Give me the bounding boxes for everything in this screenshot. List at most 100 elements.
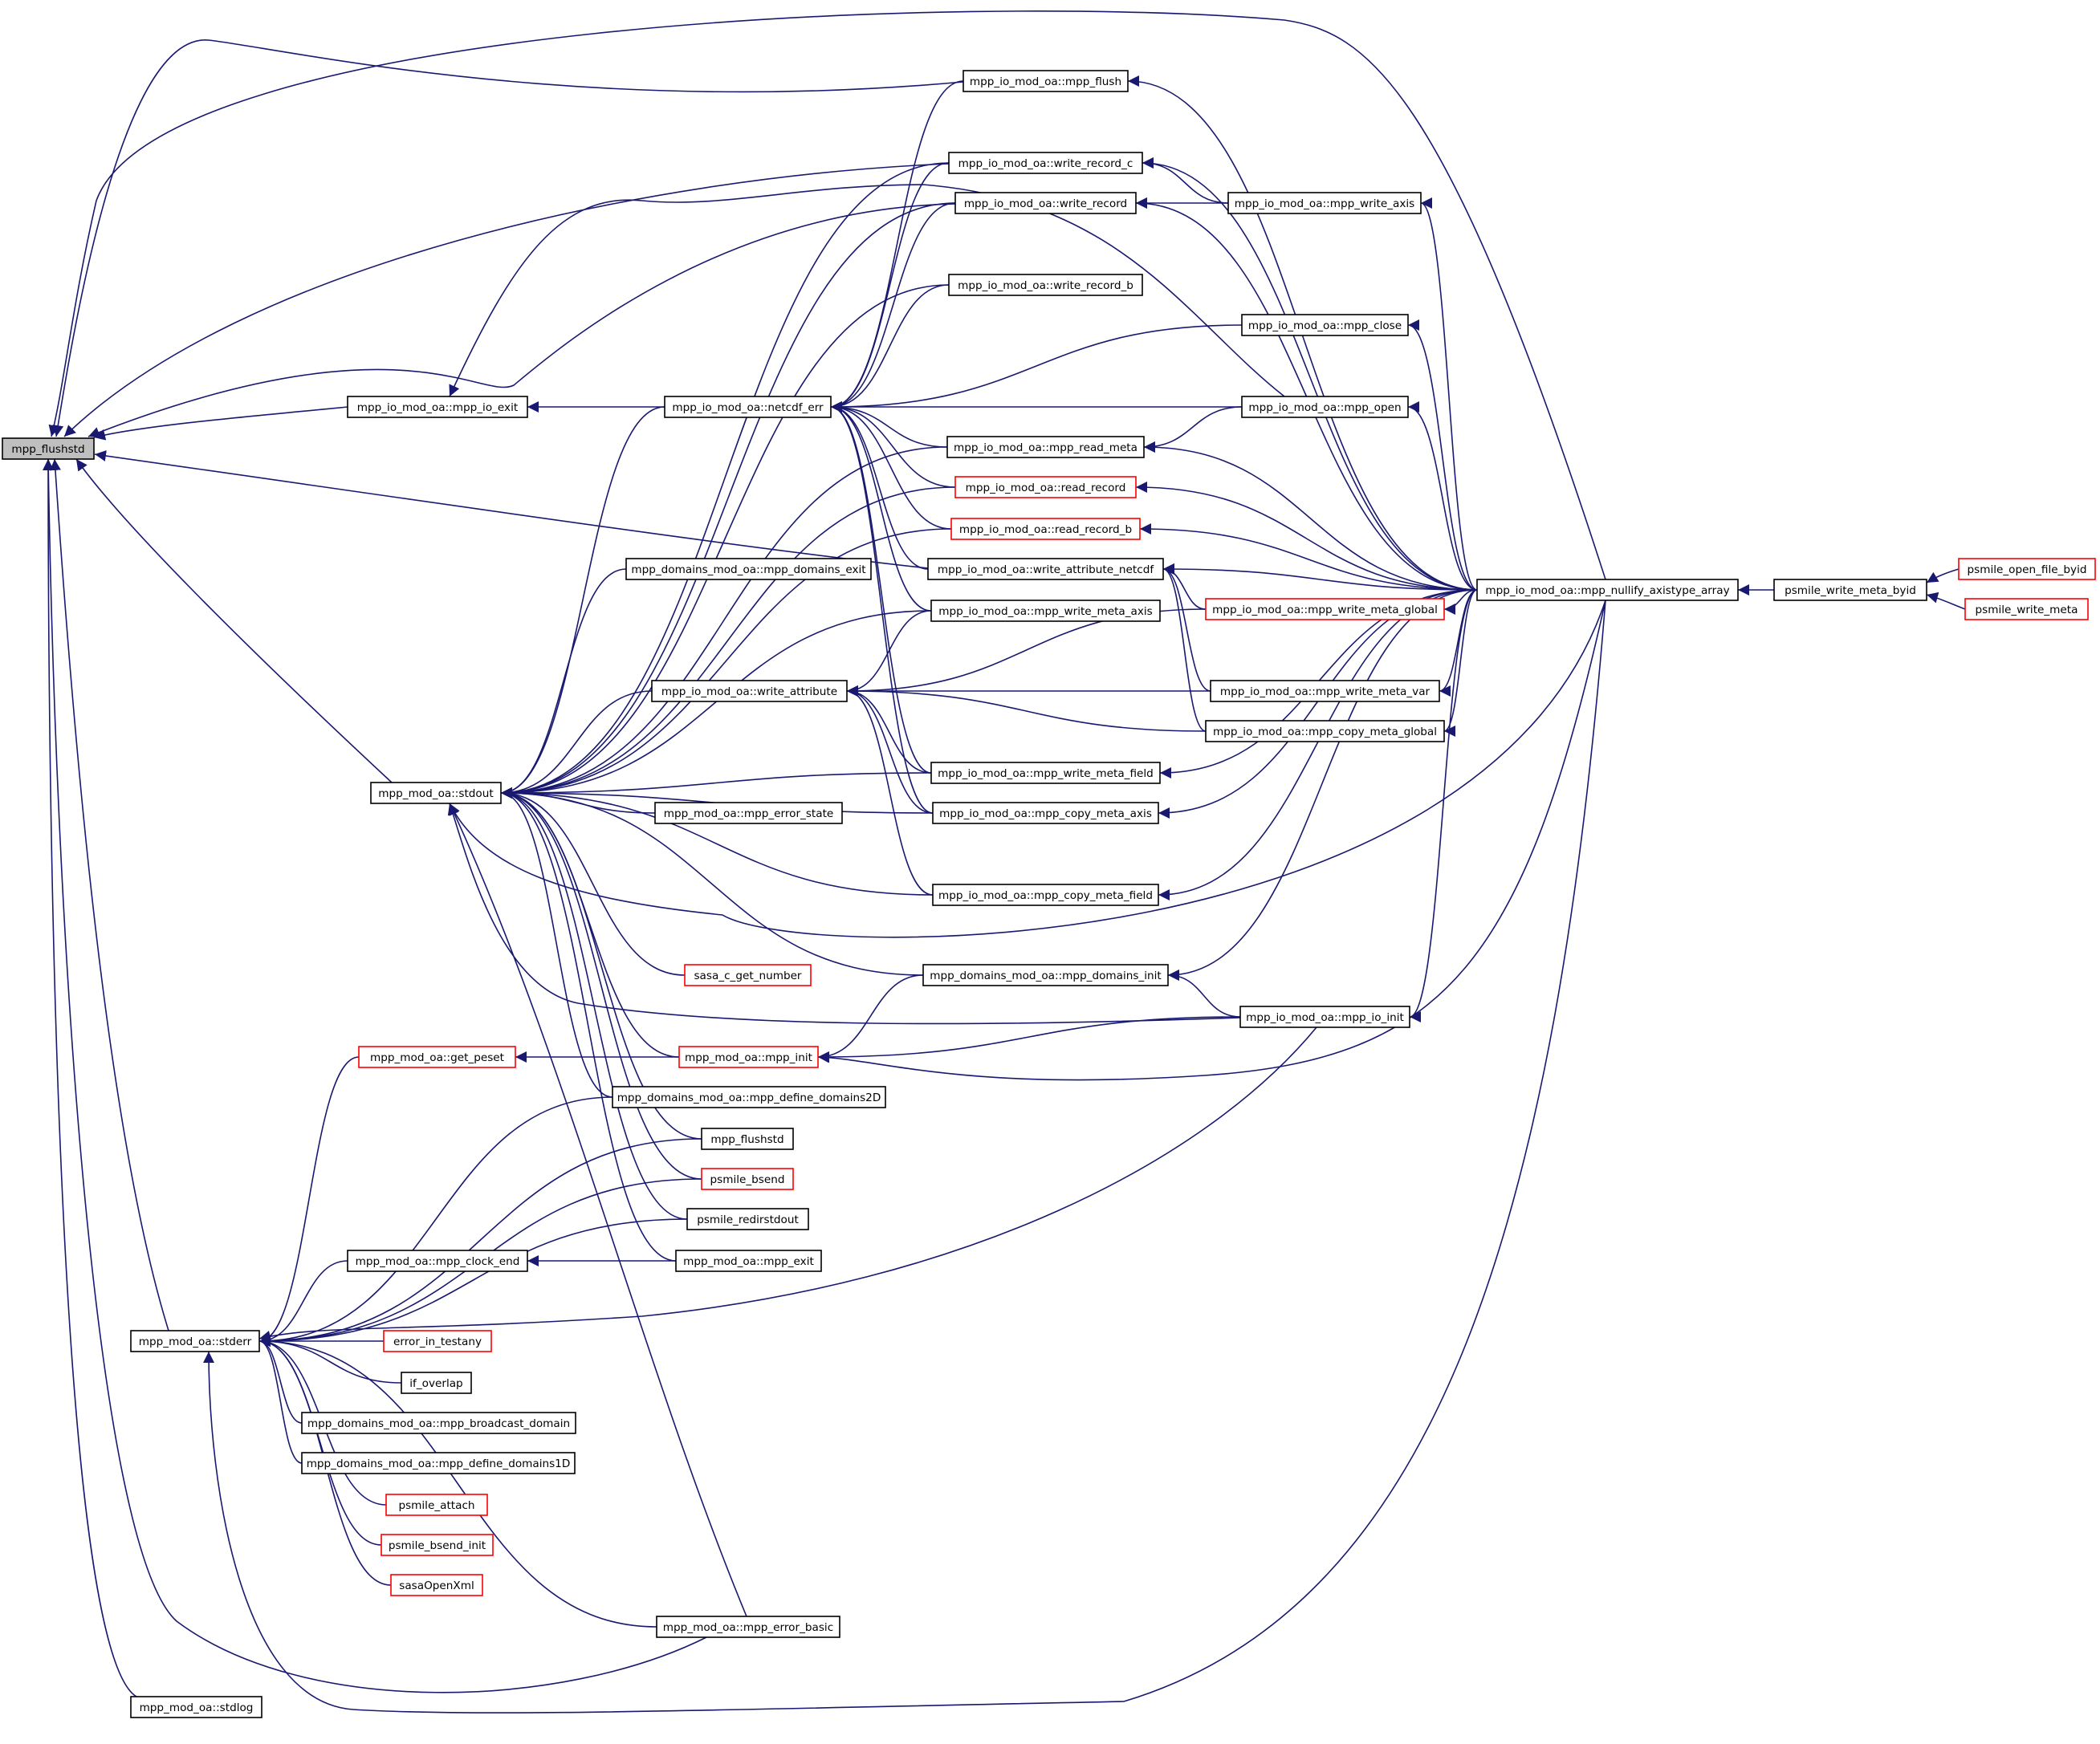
edge-nullify-to-mpp_open bbox=[1407, 401, 1478, 591]
node-box bbox=[954, 192, 1137, 214]
edge-psmile_redirstdout-to-stderr bbox=[258, 1218, 688, 1347]
node-box bbox=[1964, 598, 2089, 620]
node-box bbox=[301, 1412, 576, 1434]
edge-nullify-to-write_axis bbox=[1420, 197, 1478, 591]
node-open_file_byid[interactable]: psmile_open_file_byid bbox=[1958, 558, 2096, 580]
node-io_exit[interactable]: mpp_io_mod_oa::mpp_io_exit bbox=[347, 396, 528, 418]
edge-if_overlap-to-stderr bbox=[258, 1335, 402, 1384]
node-write_record_b[interactable]: mpp_io_mod_oa::write_record_b bbox=[948, 274, 1143, 296]
node-box bbox=[1241, 314, 1409, 336]
edge-mpp_open-to-io_exit bbox=[449, 184, 1285, 397]
node-define_domains2d[interactable]: mpp_domains_mod_oa::mpp_define_domains2D bbox=[612, 1086, 886, 1108]
edge-io_init-to-domains_init bbox=[1167, 970, 1241, 1018]
node-copy_meta_field[interactable]: mpp_io_mod_oa::mpp_copy_meta_field bbox=[932, 884, 1159, 906]
node-domains_exit[interactable]: mpp_domains_mod_oa::mpp_domains_exit bbox=[625, 558, 872, 580]
node-box bbox=[1239, 1006, 1410, 1028]
node-label: mpp_mod_oa::stdout bbox=[378, 787, 493, 800]
node-box bbox=[948, 274, 1143, 296]
node-label: sasaOpenXml bbox=[399, 1579, 474, 1592]
node-label: mpp_domains_mod_oa::mpp_domains_init bbox=[930, 970, 1161, 982]
node-write_record[interactable]: mpp_io_mod_oa::write_record bbox=[954, 192, 1137, 214]
node-mpp_init[interactable]: mpp_mod_oa::mpp_init bbox=[678, 1046, 819, 1068]
node-box bbox=[946, 436, 1145, 458]
node-define_domains1d[interactable]: mpp_domains_mod_oa::mpp_define_domains1D bbox=[301, 1452, 576, 1474]
edge-write_record-to-flush_root bbox=[88, 203, 956, 438]
node-if_overlap[interactable]: if_overlap bbox=[401, 1372, 472, 1394]
node-label: psmile_redirstdout bbox=[697, 1213, 799, 1226]
node-broadcast_domain[interactable]: mpp_domains_mod_oa::mpp_broadcast_domain bbox=[301, 1412, 576, 1434]
node-write_meta_byid[interactable]: psmile_write_meta_byid bbox=[1773, 579, 1927, 601]
node-domains_init[interactable]: mpp_domains_mod_oa::mpp_domains_init bbox=[922, 964, 1169, 986]
node-write_meta_global[interactable]: mpp_io_mod_oa::mpp_write_meta_global bbox=[1205, 598, 1445, 620]
node-write_meta_var[interactable]: mpp_io_mod_oa::mpp_write_meta_var bbox=[1210, 680, 1440, 702]
node-label: mpp_mod_oa::mpp_error_state bbox=[664, 807, 834, 820]
node-copy_meta_global[interactable]: mpp_io_mod_oa::mpp_copy_meta_global bbox=[1205, 720, 1445, 742]
node-psmile_write_meta[interactable]: psmile_write_meta bbox=[1964, 598, 2089, 620]
node-box bbox=[301, 1452, 576, 1474]
node-stdout[interactable]: mpp_mod_oa::stdout bbox=[370, 782, 502, 804]
node-label: mpp_io_mod_oa::mpp_read_meta bbox=[954, 441, 1138, 454]
edge-io_init-to-stdout bbox=[447, 803, 1241, 1025]
node-error_basic[interactable]: mpp_mod_oa::mpp_error_basic bbox=[656, 1616, 840, 1638]
edge-nullify-to-io_init bbox=[1409, 589, 1478, 1022]
edge-write_meta_axis-to-write_attribute bbox=[846, 610, 932, 697]
node-mpp_exit[interactable]: mpp_mod_oa::mpp_exit bbox=[675, 1250, 822, 1272]
node-label: mpp_io_mod_oa::mpp_io_exit bbox=[357, 401, 518, 414]
node-write_attr_netcdf[interactable]: mpp_io_mod_oa::write_attribute_netcdf bbox=[927, 558, 1164, 580]
edge-define_domains2d-to-stdout bbox=[500, 787, 613, 1098]
node-box bbox=[385, 1494, 488, 1516]
node-netcdf_err[interactable]: mpp_io_mod_oa::netcdf_err bbox=[664, 396, 832, 418]
node-box bbox=[1476, 579, 1739, 601]
node-box bbox=[701, 1128, 794, 1150]
node-write_attribute[interactable]: mpp_io_mod_oa::write_attribute bbox=[651, 680, 848, 702]
node-psmile_bsend_init[interactable]: psmile_bsend_init bbox=[381, 1534, 494, 1556]
edge-io_init-to-stderr bbox=[258, 1026, 1317, 1342]
node-flush_leaf[interactable]: mpp_flushstd bbox=[701, 1128, 794, 1150]
node-read_record_b[interactable]: mpp_io_mod_oa::read_record_b bbox=[950, 518, 1141, 540]
edge-copy_meta_axis-to-write_attribute bbox=[846, 685, 934, 814]
node-flush_root[interactable]: mpp_flushstd bbox=[2, 437, 95, 460]
node-box bbox=[130, 1696, 262, 1718]
edge-get_peset-to-stderr bbox=[258, 1056, 360, 1347]
node-label: mpp_io_mod_oa::mpp_write_meta_field bbox=[938, 767, 1154, 780]
node-write_meta_field[interactable]: mpp_io_mod_oa::mpp_write_meta_field bbox=[930, 762, 1161, 784]
edge-domains_exit-to-stdout bbox=[500, 568, 627, 799]
edge-write_axis-to-write_record_c bbox=[1142, 157, 1229, 204]
edge-read_record_b-to-netcdf_err bbox=[830, 401, 952, 530]
node-nullify[interactable]: mpp_io_mod_oa::mpp_nullify_axistype_arra… bbox=[1476, 579, 1739, 601]
node-write_meta_axis[interactable]: mpp_io_mod_oa::mpp_write_meta_axis bbox=[930, 600, 1161, 622]
node-psmile_attach[interactable]: psmile_attach bbox=[385, 1494, 488, 1516]
node-read_meta[interactable]: mpp_io_mod_oa::mpp_read_meta bbox=[946, 436, 1145, 458]
edge-write_meta_var-to-write_attr_netcdf bbox=[1162, 563, 1211, 692]
node-get_peset[interactable]: mpp_mod_oa::get_peset bbox=[358, 1046, 516, 1068]
edge-define_domains2d-to-stderr bbox=[258, 1096, 613, 1347]
node-read_record[interactable]: mpp_io_mod_oa::read_record bbox=[954, 476, 1137, 498]
node-psmile_redirstdout[interactable]: psmile_redirstdout bbox=[686, 1208, 809, 1230]
node-stdlog[interactable]: mpp_mod_oa::stdlog bbox=[130, 1696, 262, 1718]
node-write_record_c[interactable]: mpp_io_mod_oa::write_record_c bbox=[948, 152, 1143, 174]
node-io_init[interactable]: mpp_io_mod_oa::mpp_io_init bbox=[1239, 1006, 1410, 1028]
node-label: psmile_write_meta_byid bbox=[1785, 584, 1916, 597]
node-sasa_get_number[interactable]: sasa_c_get_number bbox=[684, 964, 812, 986]
node-box bbox=[932, 884, 1159, 906]
node-write_axis[interactable]: mpp_io_mod_oa::mpp_write_axis bbox=[1227, 192, 1422, 214]
node-mpp_close[interactable]: mpp_io_mod_oa::mpp_close bbox=[1241, 314, 1409, 336]
edge-write_meta_field-to-stdout bbox=[500, 772, 932, 799]
node-box bbox=[948, 152, 1143, 174]
node-label: mpp_domains_mod_oa::mpp_define_domains2D bbox=[617, 1092, 881, 1104]
node-label: psmile_attach bbox=[398, 1499, 474, 1512]
node-copy_meta_axis[interactable]: mpp_io_mod_oa::mpp_copy_meta_axis bbox=[932, 802, 1159, 824]
node-sasaopenxml[interactable]: sasaOpenXml bbox=[390, 1574, 483, 1596]
node-error_in_testany[interactable]: error_in_testany bbox=[383, 1330, 492, 1352]
node-mpp_flush[interactable]: mpp_io_mod_oa::mpp_flush bbox=[962, 70, 1129, 92]
node-error_state[interactable]: mpp_mod_oa::mpp_error_state bbox=[654, 802, 843, 824]
edge-mpp_exit-to-stdout bbox=[500, 787, 677, 1262]
node-stderr[interactable]: mpp_mod_oa::stderr bbox=[130, 1330, 260, 1352]
node-clock_end[interactable]: mpp_mod_oa::mpp_clock_end bbox=[347, 1250, 528, 1272]
node-psmile_bsend[interactable]: psmile_bsend bbox=[701, 1168, 794, 1190]
edge-write_record_b-to-netcdf_err bbox=[830, 284, 950, 413]
node-mpp_open[interactable]: mpp_io_mod_oa::mpp_open bbox=[1241, 396, 1409, 418]
edge-write_record_c-to-flush_root bbox=[63, 163, 950, 437]
node-label: psmile_bsend_init bbox=[389, 1539, 486, 1552]
node-label: mpp_io_mod_oa::write_attribute_netcdf bbox=[938, 563, 1154, 576]
